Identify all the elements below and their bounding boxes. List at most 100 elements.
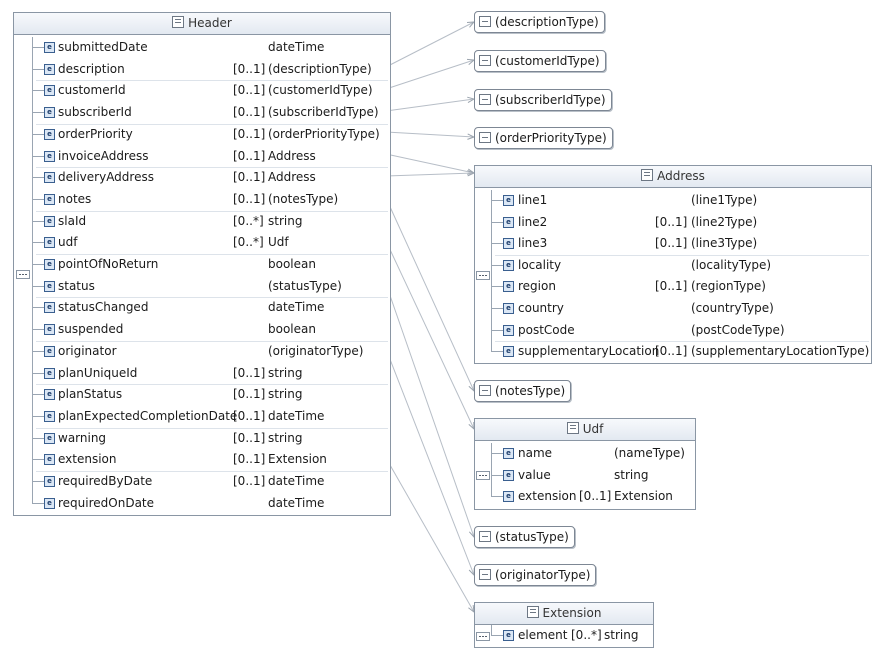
header-title: Header xyxy=(188,16,232,30)
address-tree-trunk xyxy=(491,190,492,352)
header-element-name[interactable]: description xyxy=(58,61,125,76)
simple-type-icon xyxy=(479,16,491,27)
row-separator xyxy=(36,210,388,212)
connector-line xyxy=(385,197,475,392)
address-element-name[interactable]: country xyxy=(518,301,564,315)
udf-element-name[interactable]: extension xyxy=(518,489,577,504)
header-tree-branch xyxy=(32,68,44,70)
originatorType-ref[interactable]: (originatorType) xyxy=(474,564,597,586)
address-element-occurrence: [0..1] xyxy=(655,214,688,229)
header-element-name[interactable]: extension xyxy=(58,452,117,467)
extension-tree-branch xyxy=(491,635,503,636)
element-icon: e xyxy=(44,107,55,119)
address-element-name[interactable]: supplementaryLocation xyxy=(518,344,660,359)
row-separator xyxy=(36,167,388,169)
header-element-name[interactable]: originator xyxy=(58,343,117,358)
header-element-occurrence: [0..*] xyxy=(233,235,264,250)
address-element-occurrence: [0..1] xyxy=(655,236,688,251)
udf-element-name[interactable]: name xyxy=(518,446,553,460)
header-element-name[interactable]: submittedDate xyxy=(58,40,148,54)
row-separator xyxy=(36,340,388,342)
address-tree-branch xyxy=(491,221,503,223)
header-element-name[interactable]: suspended xyxy=(58,322,124,337)
header-element-type: Udf xyxy=(268,235,289,250)
connector-arrowhead xyxy=(467,96,476,104)
extension-title: Extension xyxy=(542,606,602,620)
header-tree-trunk xyxy=(32,37,33,503)
header-element-occurrence: [0..1] xyxy=(233,61,266,76)
address-element-name[interactable]: line3 xyxy=(518,236,548,251)
header-element-name[interactable]: planExpectedCompletionDate xyxy=(58,408,238,423)
header-element-name[interactable]: slaId xyxy=(58,213,87,228)
extension-sequence-icon xyxy=(476,632,490,641)
simple-type-icon xyxy=(479,385,491,396)
header-element-name[interactable]: requiredOnDate xyxy=(58,495,155,510)
header-element-occurrence: [0..1] xyxy=(233,148,266,163)
address-tree-branch xyxy=(491,200,503,201)
header-element-occurrence: [0..1] xyxy=(233,365,266,380)
customerIdType-ref[interactable]: (customerIdType) xyxy=(474,50,606,72)
header-element-name[interactable]: planUniqueId xyxy=(58,365,138,380)
address-tree-branch xyxy=(491,329,503,331)
address-tree-branch xyxy=(491,243,503,245)
header-element-occurrence: [0..1] xyxy=(233,430,266,445)
header-element-type: Extension xyxy=(268,452,327,467)
header-element-occurrence: [0..1] xyxy=(233,83,266,98)
element-icon: e xyxy=(44,215,55,227)
udf-element-type: string xyxy=(614,467,649,482)
statusType-ref[interactable]: (statusType) xyxy=(474,526,575,548)
header-element-name[interactable]: notes xyxy=(58,191,92,206)
subscriberIdType-ref[interactable]: (subscriberIdType) xyxy=(474,89,612,111)
element-icon: e xyxy=(503,195,514,206)
header-element-name[interactable]: planStatus xyxy=(58,387,123,402)
orderPriorityType-ref[interactable]: (orderPriorityType) xyxy=(474,127,613,149)
header-element-name[interactable]: requiredByDate xyxy=(58,474,153,488)
header-element-type: string xyxy=(268,365,303,380)
address-element-name[interactable]: locality xyxy=(518,257,562,272)
connector-arrowhead xyxy=(467,168,476,175)
header-element-name[interactable]: subscriberId xyxy=(58,105,132,120)
address-sequence-icon xyxy=(476,271,490,280)
header-element-name[interactable]: invoiceAddress xyxy=(58,148,149,163)
address-tree-branch xyxy=(491,264,503,266)
element-icon: e xyxy=(503,491,514,503)
header-element-name[interactable]: status xyxy=(58,278,95,293)
connector-line xyxy=(385,59,475,90)
header-element-name[interactable]: orderPriority xyxy=(58,126,133,141)
address-element-name[interactable]: line1 xyxy=(518,193,548,207)
header-element-type: string xyxy=(268,387,303,402)
address-element-name[interactable]: line2 xyxy=(518,214,548,229)
address-element-name[interactable]: region xyxy=(518,279,556,294)
connector-arrowhead xyxy=(466,21,476,28)
element-icon: e xyxy=(503,281,514,293)
element-icon: e xyxy=(44,259,55,270)
header-element-type: dateTime xyxy=(268,474,325,488)
header-element-name[interactable]: warning xyxy=(58,430,107,445)
subscriberIdType-label: (subscriberIdType) xyxy=(495,93,606,107)
address-element-type: (line2Type) xyxy=(691,214,758,229)
simple-type-icon xyxy=(479,132,491,143)
notesType-label: (notesType) xyxy=(495,384,566,398)
header-element-type: (subscriberIdType) xyxy=(268,105,379,120)
udf-tree-branch xyxy=(491,474,503,476)
row-separator xyxy=(36,384,388,386)
header-element-name[interactable]: udf xyxy=(58,235,78,250)
element-icon: e xyxy=(44,476,55,487)
header-element-name[interactable]: pointOfNoReturn xyxy=(58,257,159,271)
connector-line xyxy=(385,240,475,430)
address-title-bar: Address xyxy=(475,166,871,188)
element-icon: e xyxy=(44,150,55,162)
header-element-name[interactable]: statusChanged xyxy=(58,300,149,315)
extension-element-name[interactable]: element xyxy=(518,628,568,642)
header-tree-branch xyxy=(32,285,44,287)
connector-line xyxy=(385,98,475,112)
notesType-ref[interactable]: (notesType) xyxy=(474,380,572,402)
udf-element-name[interactable]: value xyxy=(518,467,551,482)
header-element-type: boolean xyxy=(268,322,316,337)
header-tree-branch xyxy=(32,437,44,439)
descriptionType-ref[interactable]: (descriptionType) xyxy=(474,11,605,33)
header-element-name[interactable]: customerId xyxy=(58,83,126,98)
header-element-name[interactable]: deliveryAddress xyxy=(58,170,154,185)
header-tree-branch xyxy=(32,242,44,244)
address-element-name[interactable]: postCode xyxy=(518,322,575,337)
